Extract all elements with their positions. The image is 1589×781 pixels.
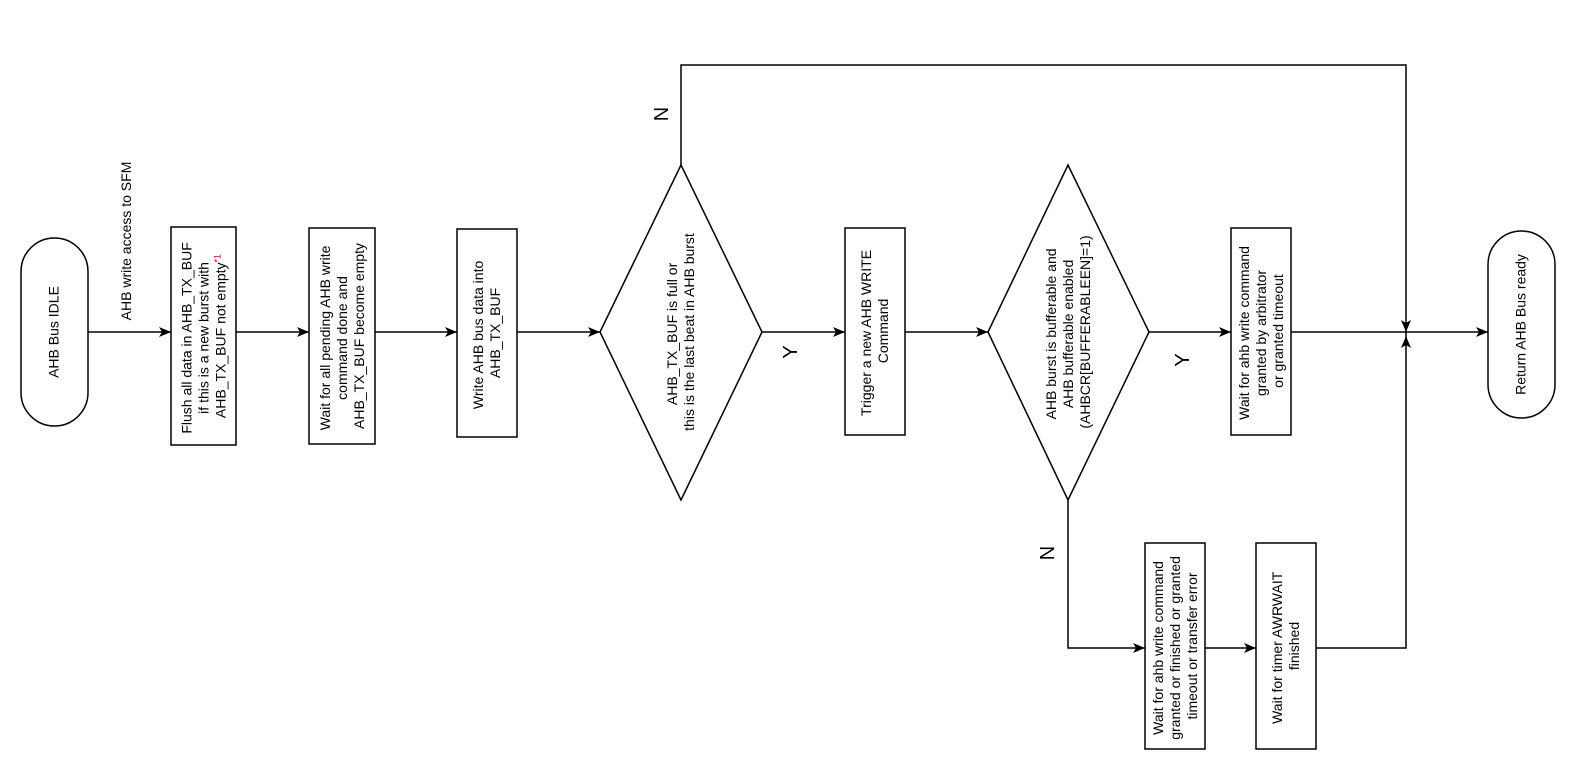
arrowhead-right <box>1244 643 1256 653</box>
trigger-line-2: Command <box>875 299 891 364</box>
svg-text:Write AHB bus data into: Write AHB bus data into AHB_TX_BUF <box>470 257 503 409</box>
arrowhead-down <box>1401 320 1411 332</box>
svg-text:Y: Y <box>1172 353 1194 366</box>
decision-full-line-2: this is the last beat in AHB burst <box>681 233 697 431</box>
svg-text:AHB burst is bufferable and: AHB burst is bufferable and AHB bufferab… <box>1043 235 1093 428</box>
wait-pending-line-3: AHB_TX_BUF become empty <box>351 243 367 429</box>
svg-text:Wait for timer AWRWAIT f: Wait for timer AWRWAIT finished <box>1269 568 1302 724</box>
write-buf-line-1: Write AHB bus data into <box>470 261 486 410</box>
wait-timer-line-2: finished <box>1286 622 1302 670</box>
wait-pending-line-2: command done and <box>334 276 350 400</box>
arrowhead-right <box>1219 327 1231 337</box>
wait-finish-line-2: granted or finished or granted <box>1167 556 1183 740</box>
svg-text:Return AHB Bus ready: Return AHB Bus ready <box>1512 254 1528 395</box>
svg-text:AHB write access to SFM: AHB write access to SFM <box>118 162 134 321</box>
flush-line-1: Flush all data in AHB_TX_BUF <box>179 242 195 433</box>
svg-text:Wait for ahb write command: Wait for ahb write command granted by ar… <box>1236 242 1286 420</box>
wait-finish-line-3: timeout or transfer error <box>1184 572 1200 719</box>
flush-line-3: AHB_TX_BUF not empty <box>213 262 229 418</box>
edge-decision-bufferable-no <box>1067 500 1145 649</box>
svg-text:AHB Bus IDLE: AHB Bus IDLE <box>45 286 61 378</box>
arrowhead-right <box>833 327 845 337</box>
node-wait-finish-box: Wait for ahb write command granted or fi… <box>1144 542 1206 750</box>
connectors <box>88 64 1488 649</box>
wait-timer-line-1: Wait for timer AWRWAIT <box>1269 571 1285 724</box>
node-write-buf-box: Write AHB bus data into AHB_TX_BUF <box>456 228 518 438</box>
decision-full-no-label: N <box>651 107 673 121</box>
node-decision-bufferable-diamond: AHB burst is bufferable and AHB bufferab… <box>987 163 1150 502</box>
edge-labels: AHB write access to SFM N Y Y N <box>118 107 1194 560</box>
decision-bufferable-line-1: AHB burst is bufferable and <box>1043 248 1059 419</box>
svg-text:Trigger a new AHB WRITE: Trigger a new AHB WRITE Command <box>858 246 891 416</box>
arrowhead-right <box>445 327 457 337</box>
trigger-line-1: Trigger a new AHB WRITE <box>858 250 874 416</box>
arrowhead-right <box>159 327 171 337</box>
node-end-terminal: Return AHB Bus ready <box>1487 230 1556 419</box>
edge-decision-full-no-loop <box>680 64 1407 332</box>
arrowhead-right <box>1476 327 1488 337</box>
node-decision-full-diamond: AHB_TX_BUF is full or this is the last b… <box>599 163 763 502</box>
arrowhead-up <box>1401 336 1411 348</box>
arrowhead-right <box>588 327 600 337</box>
wait-arbiter-line-1: Wait for ahb write command <box>1236 246 1252 420</box>
decision-bufferable-yes-label: Y <box>1172 353 1194 366</box>
svg-text:Y: Y <box>780 345 802 358</box>
decision-full-yes-label: Y <box>780 345 802 358</box>
svg-text:N: N <box>1037 546 1059 560</box>
decision-full-line-1: AHB_TX_BUF is full or <box>664 262 680 405</box>
wait-finish-line-1: Wait for ahb write command <box>1150 561 1166 735</box>
decision-bufferable-line-2: AHB bufferable enabled <box>1060 260 1076 408</box>
svg-text:AHB_TX_BUF is full or th: AHB_TX_BUF is full or this is the last b… <box>664 233 697 431</box>
arrowhead-right <box>297 327 309 337</box>
node-wait-timer-box: Wait for timer AWRWAIT finished <box>1255 542 1317 750</box>
end-label: Return AHB Bus ready <box>1512 254 1528 395</box>
decision-bufferable-no-label: N <box>1037 546 1059 560</box>
node-wait-arbiter-box: Wait for ahb write command granted by ar… <box>1230 227 1292 436</box>
node-wait-pending-box: Wait for all pending AHB write command d… <box>308 227 376 445</box>
decision-bufferable-line-3: (AHBCR[BUFFERABLEEN]=1) <box>1077 235 1093 428</box>
node-start-terminal: AHB Bus IDLE <box>20 237 89 427</box>
wait-arbiter-line-2: granted by arbitrator <box>1253 270 1269 396</box>
write-buf-line-2: AHB_TX_BUF <box>487 288 503 378</box>
svg-text:Flush all data in AHB_TX_BUF: Flush all data in AHB_TX_BUF if this is … <box>179 238 229 433</box>
flush-line-2: if this is a new burst with <box>196 262 212 414</box>
edge-wait-timer-to-merge <box>1316 332 1407 649</box>
entry-label: AHB write access to SFM <box>118 162 134 321</box>
start-label: AHB Bus IDLE <box>45 286 61 378</box>
wait-arbiter-line-3: or granted timeout <box>1270 274 1286 388</box>
arrowhead-right <box>976 327 988 337</box>
svg-text:Wait for all pending AHB write: Wait for all pending AHB write command d… <box>317 242 367 431</box>
svg-text:N: N <box>651 107 673 121</box>
node-trigger-box: Trigger a new AHB WRITE Command <box>844 227 906 436</box>
arrowheads <box>159 320 1488 653</box>
wait-pending-line-1: Wait for all pending AHB write <box>317 245 333 430</box>
flush-footnote-marker: *1 <box>213 254 223 263</box>
svg-text:Wait for ahb write command: Wait for ahb write command granted or fi… <box>1150 552 1200 740</box>
node-flush-box: Flush all data in AHB_TX_BUF if this is … <box>170 226 237 446</box>
arrowhead-right <box>1133 643 1145 653</box>
